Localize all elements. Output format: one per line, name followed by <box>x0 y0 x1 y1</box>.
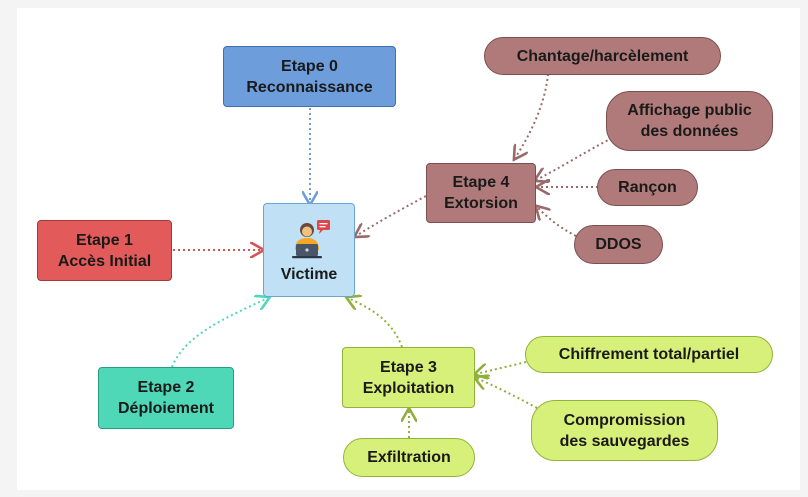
chantage-label: Chantage/harcèlement <box>516 47 689 65</box>
step0-title: Etape 0 <box>281 57 338 75</box>
chiffrement-node: Chiffrement total/partiel <box>525 336 773 373</box>
affichage-line2: des données <box>640 123 739 140</box>
step4-extorsion-node: Etape 4 Extorsion <box>426 163 536 223</box>
chantage-harcelement-node: Chantage/harcèlement <box>484 37 721 75</box>
step2-subtitle: Déploiement <box>117 400 214 417</box>
affichage-line1: Affichage public <box>627 102 752 119</box>
step2-deploiement-node: Etape 2 Déploiement <box>98 367 234 429</box>
step1-subtitle: Accès Initial <box>57 252 152 270</box>
connector-compromission-step3 <box>476 378 538 409</box>
exfiltration-label: Exfiltration <box>367 449 451 466</box>
step3-subtitle: Exploitation <box>362 379 455 397</box>
connector-step4-victim <box>356 195 427 236</box>
victim-label: Victime <box>280 265 338 283</box>
rancon-node: Rançon <box>597 169 698 206</box>
person-at-laptop-with-alert-icon <box>292 219 330 258</box>
step1-title: Etape 1 <box>76 231 133 249</box>
compromission-sauvegardes-node: Compromission des sauvegardes <box>531 400 718 461</box>
step4-title: Etape 4 <box>452 174 510 191</box>
ddos-node: DDOS <box>574 225 663 264</box>
step4-subtitle: Extorsion <box>444 195 518 212</box>
compromission-line2: des sauvegardes <box>559 432 690 450</box>
connector-chiffrement-step3 <box>476 361 527 374</box>
step0-subtitle: Reconnaissance <box>246 78 373 96</box>
chiffrement-label: Chiffrement total/partiel <box>558 346 740 363</box>
connector-affichage-step4 <box>536 137 613 180</box>
victim-node: Victime <box>263 203 355 297</box>
connector-step2-victim <box>171 298 268 368</box>
connector-step3-victim <box>348 298 403 348</box>
step1-acces-initial-node: Etape 1 Accès Initial <box>37 220 172 281</box>
connector-chantage-step4 <box>515 73 549 158</box>
connector-ddos-step4 <box>537 207 577 237</box>
exfiltration-node: Exfiltration <box>343 438 475 477</box>
rancon-label: Rançon <box>618 179 677 196</box>
ddos-label: DDOS <box>595 236 642 253</box>
affichage-public-node: Affichage public des données <box>606 91 773 151</box>
step3-exploitation-node: Etape 3 Exploitation <box>342 347 475 408</box>
compromission-line1: Compromission <box>563 411 686 429</box>
step3-title: Etape 3 <box>380 358 437 376</box>
step0-reconnaissance-node: Etape 0 Reconnaissance <box>223 46 396 107</box>
step2-title: Etape 2 <box>137 379 195 396</box>
